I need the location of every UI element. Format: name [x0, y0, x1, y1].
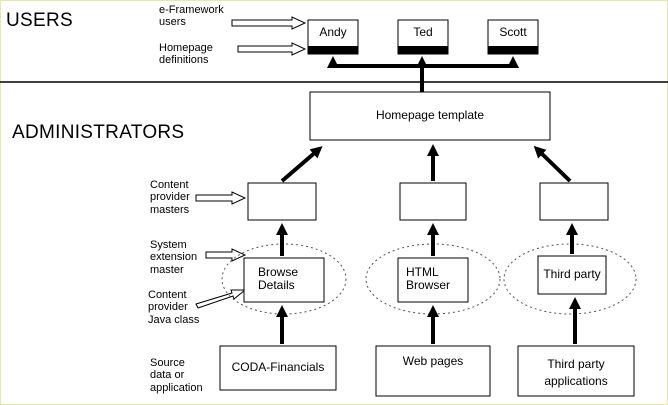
provider-box-2	[397, 257, 469, 303]
source-box-1	[219, 345, 337, 391]
source-label-coda-financials: CODA-Financials	[231, 360, 325, 374]
administrators-heading: ADMINISTRATORS	[12, 122, 185, 143]
extension-ellipse-3	[503, 243, 637, 315]
user-name-scott: Scott	[499, 25, 527, 39]
master-to-template-arrows	[280, 144, 572, 183]
annotation-content-provider-java-class: Content provider Java class	[148, 289, 200, 326]
master-box-3	[539, 182, 609, 221]
provider-label-third-party: Third party	[543, 267, 601, 281]
user-arrows	[327, 56, 519, 68]
user-name-andy: Andy	[319, 25, 347, 39]
annotation-system-extension-master: System extension master	[150, 239, 198, 276]
extension-ellipse-1	[221, 243, 347, 315]
homepage-template-box	[309, 91, 551, 141]
pointer-system-extension-master	[205, 248, 247, 262]
template-to-users-connector	[332, 64, 514, 92]
source-box-3	[517, 345, 635, 397]
source-label-third-party-applications: Third party applications	[544, 357, 608, 388]
homepage-template-label: Homepage template	[375, 108, 485, 122]
pointer-homepage-definitions	[237, 42, 307, 56]
pointer-content-provider-java-class	[195, 289, 247, 309]
source-label-web-pages: Web pages	[402, 354, 464, 368]
user-box-ted	[397, 19, 449, 55]
pointer-eframework-users	[231, 16, 307, 30]
users-heading: USERS	[6, 10, 73, 31]
pointer-content-provider-masters	[195, 191, 247, 205]
annotation-content-provider-masters: Content provider masters	[150, 179, 190, 216]
user-name-ted: Ted	[413, 25, 433, 39]
provider-label-html-browser: HTML Browser	[406, 265, 451, 293]
user-box-andy	[307, 19, 359, 55]
source-to-provider-arrows	[276, 297, 581, 344]
annotation-source-data: Source data or application	[150, 357, 203, 394]
annotation-eframework-users: e-Framework users	[159, 4, 224, 29]
provider-box-3	[537, 255, 607, 295]
provider-to-master-arrows	[276, 223, 578, 256]
user-box-scott	[487, 19, 539, 55]
provider-label-browse-details: Browse Details	[258, 265, 299, 293]
master-box-1	[247, 182, 317, 221]
master-box-2	[399, 182, 467, 221]
provider-box-1	[243, 257, 325, 303]
source-box-2	[375, 345, 491, 397]
annotation-homepage-definitions: Homepage definitions	[159, 42, 213, 67]
